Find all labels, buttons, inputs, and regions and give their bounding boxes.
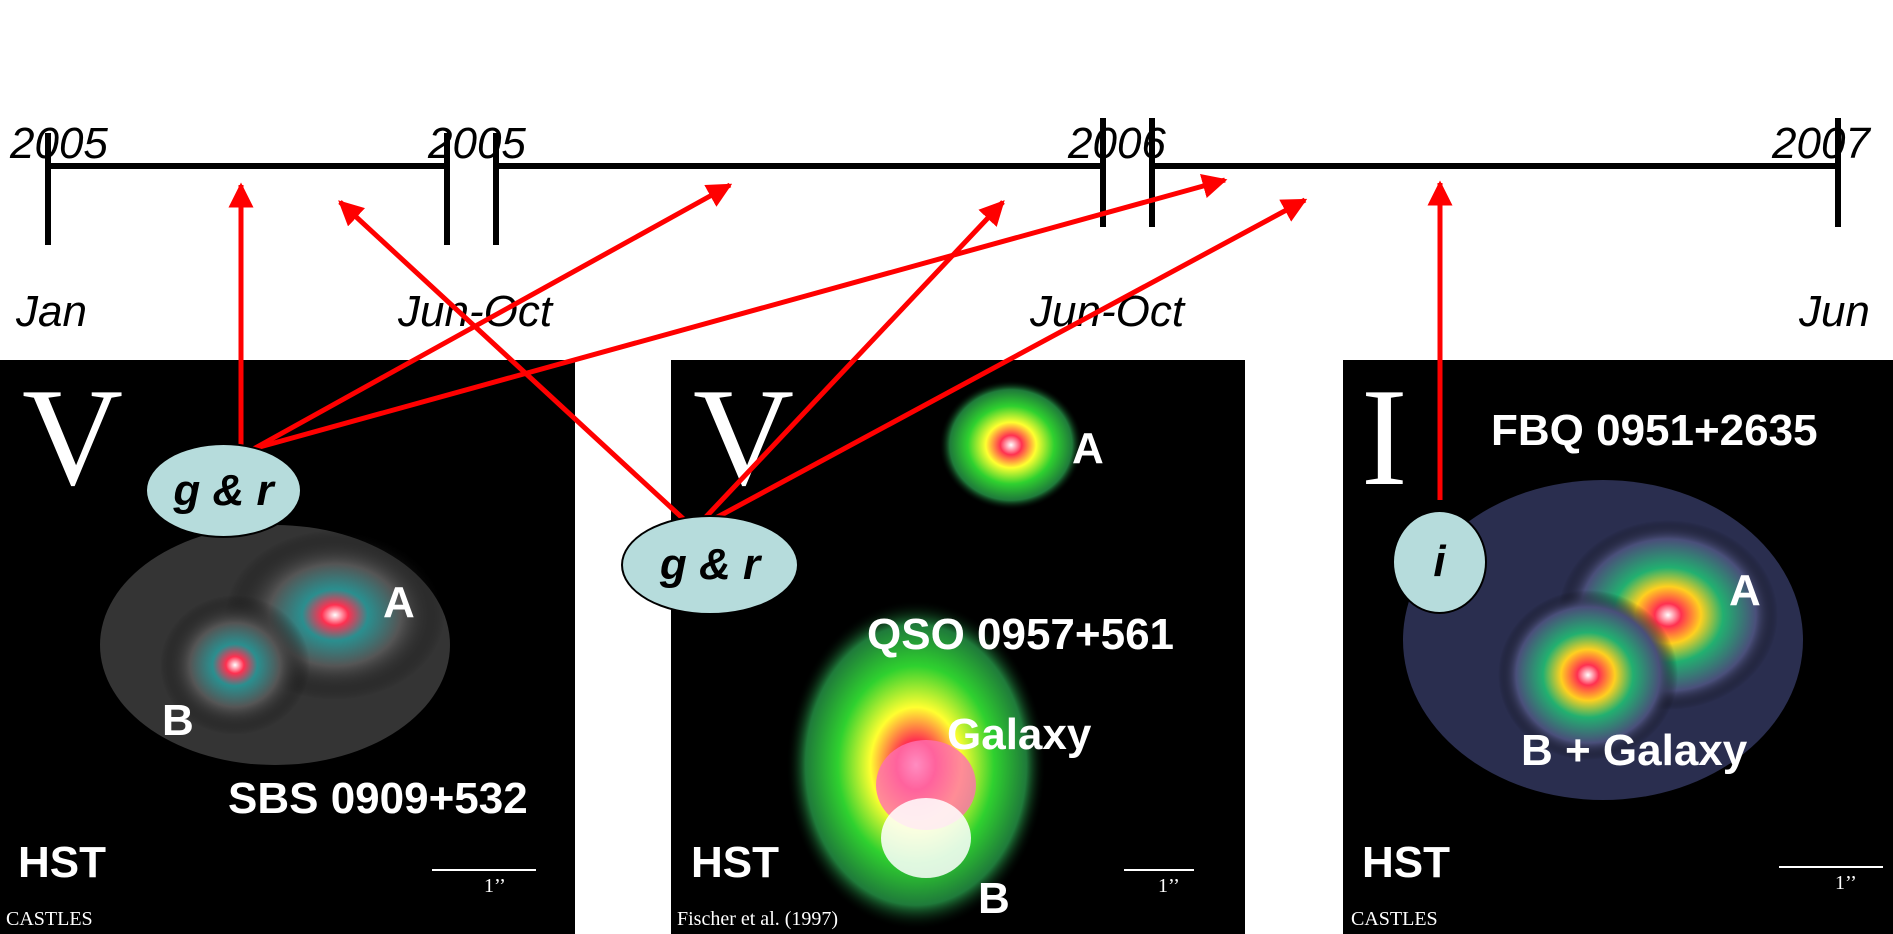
timeline-year: 2007 xyxy=(1772,119,1870,168)
image-label-a: A xyxy=(383,578,415,627)
image-label-b: B xyxy=(978,874,1010,923)
telescope-label: HST xyxy=(691,838,779,887)
image-credit: CASTLES xyxy=(1351,908,1438,930)
object-name: QSO 0957+561 xyxy=(867,610,1175,659)
timeline-period: Jan xyxy=(16,287,87,336)
image-credit: Fischer et al. (1997) xyxy=(677,908,839,930)
timeline-period: Jun xyxy=(1798,287,1870,336)
timeline-year: 2005 xyxy=(428,119,526,168)
image-label-b-galaxy: B + Galaxy xyxy=(1521,726,1748,775)
timeline-period: Jun-Oct xyxy=(1030,287,1185,336)
filter-letter: I xyxy=(1361,360,1408,515)
lensed-quasar-glow xyxy=(100,525,450,765)
timeline xyxy=(45,118,1841,245)
timeline-year: 2005 xyxy=(10,119,108,168)
scale-label: 1’’ xyxy=(1158,875,1180,897)
timeline-label-2007-jun: 2007 Jun xyxy=(1772,4,1870,396)
band-label: g & r xyxy=(173,465,274,515)
panel-qso-0957: V A QSO 0957+561 Galaxy B HST Fischer et… xyxy=(671,360,1245,934)
object-name: SBS 0909+532 xyxy=(228,774,528,823)
object-name: FBQ 0951+2635 xyxy=(1491,406,1818,455)
timeline-label-2005-jan: 2005 Jan xyxy=(10,4,108,396)
image-label-a: A xyxy=(1729,566,1761,615)
band-ellipse-g-r-2: g & r xyxy=(621,515,799,615)
panel-fbq-0951: I FBQ 0951+2635 A B + Galaxy HST CASTLES… xyxy=(1343,360,1893,934)
band-label: i xyxy=(1433,537,1446,586)
telescope-label: HST xyxy=(18,838,106,887)
band-label: g & r xyxy=(659,540,761,589)
timeline-label-2005-jun-oct: 2005 Jun-Oct xyxy=(398,4,552,396)
panel-sbs-0909: V A B SBS 0909+532 HST CASTLES 1’’ xyxy=(0,360,575,934)
filter-letter: V xyxy=(22,360,124,515)
timeline-period: Jun-Oct xyxy=(398,287,553,336)
lensed-quasar-glow xyxy=(1403,480,1803,800)
image-credit: CASTLES xyxy=(6,908,93,930)
scale-label: 1’’ xyxy=(1835,872,1857,894)
timeline-label-2006-jun-oct: 2006 Jun-Oct xyxy=(1030,4,1184,396)
scale-label: 1’’ xyxy=(484,875,506,897)
telescope-label: HST xyxy=(1362,838,1450,887)
band-ellipse-i: i xyxy=(1392,510,1487,614)
timeline-year: 2006 xyxy=(1068,119,1166,168)
band-ellipse-g-r-1: g & r xyxy=(145,443,302,538)
image-label-galaxy: Galaxy xyxy=(947,710,1092,759)
image-label-a: A xyxy=(1072,424,1104,473)
filter-letter: V xyxy=(693,360,795,515)
image-label-b: B xyxy=(162,696,194,745)
